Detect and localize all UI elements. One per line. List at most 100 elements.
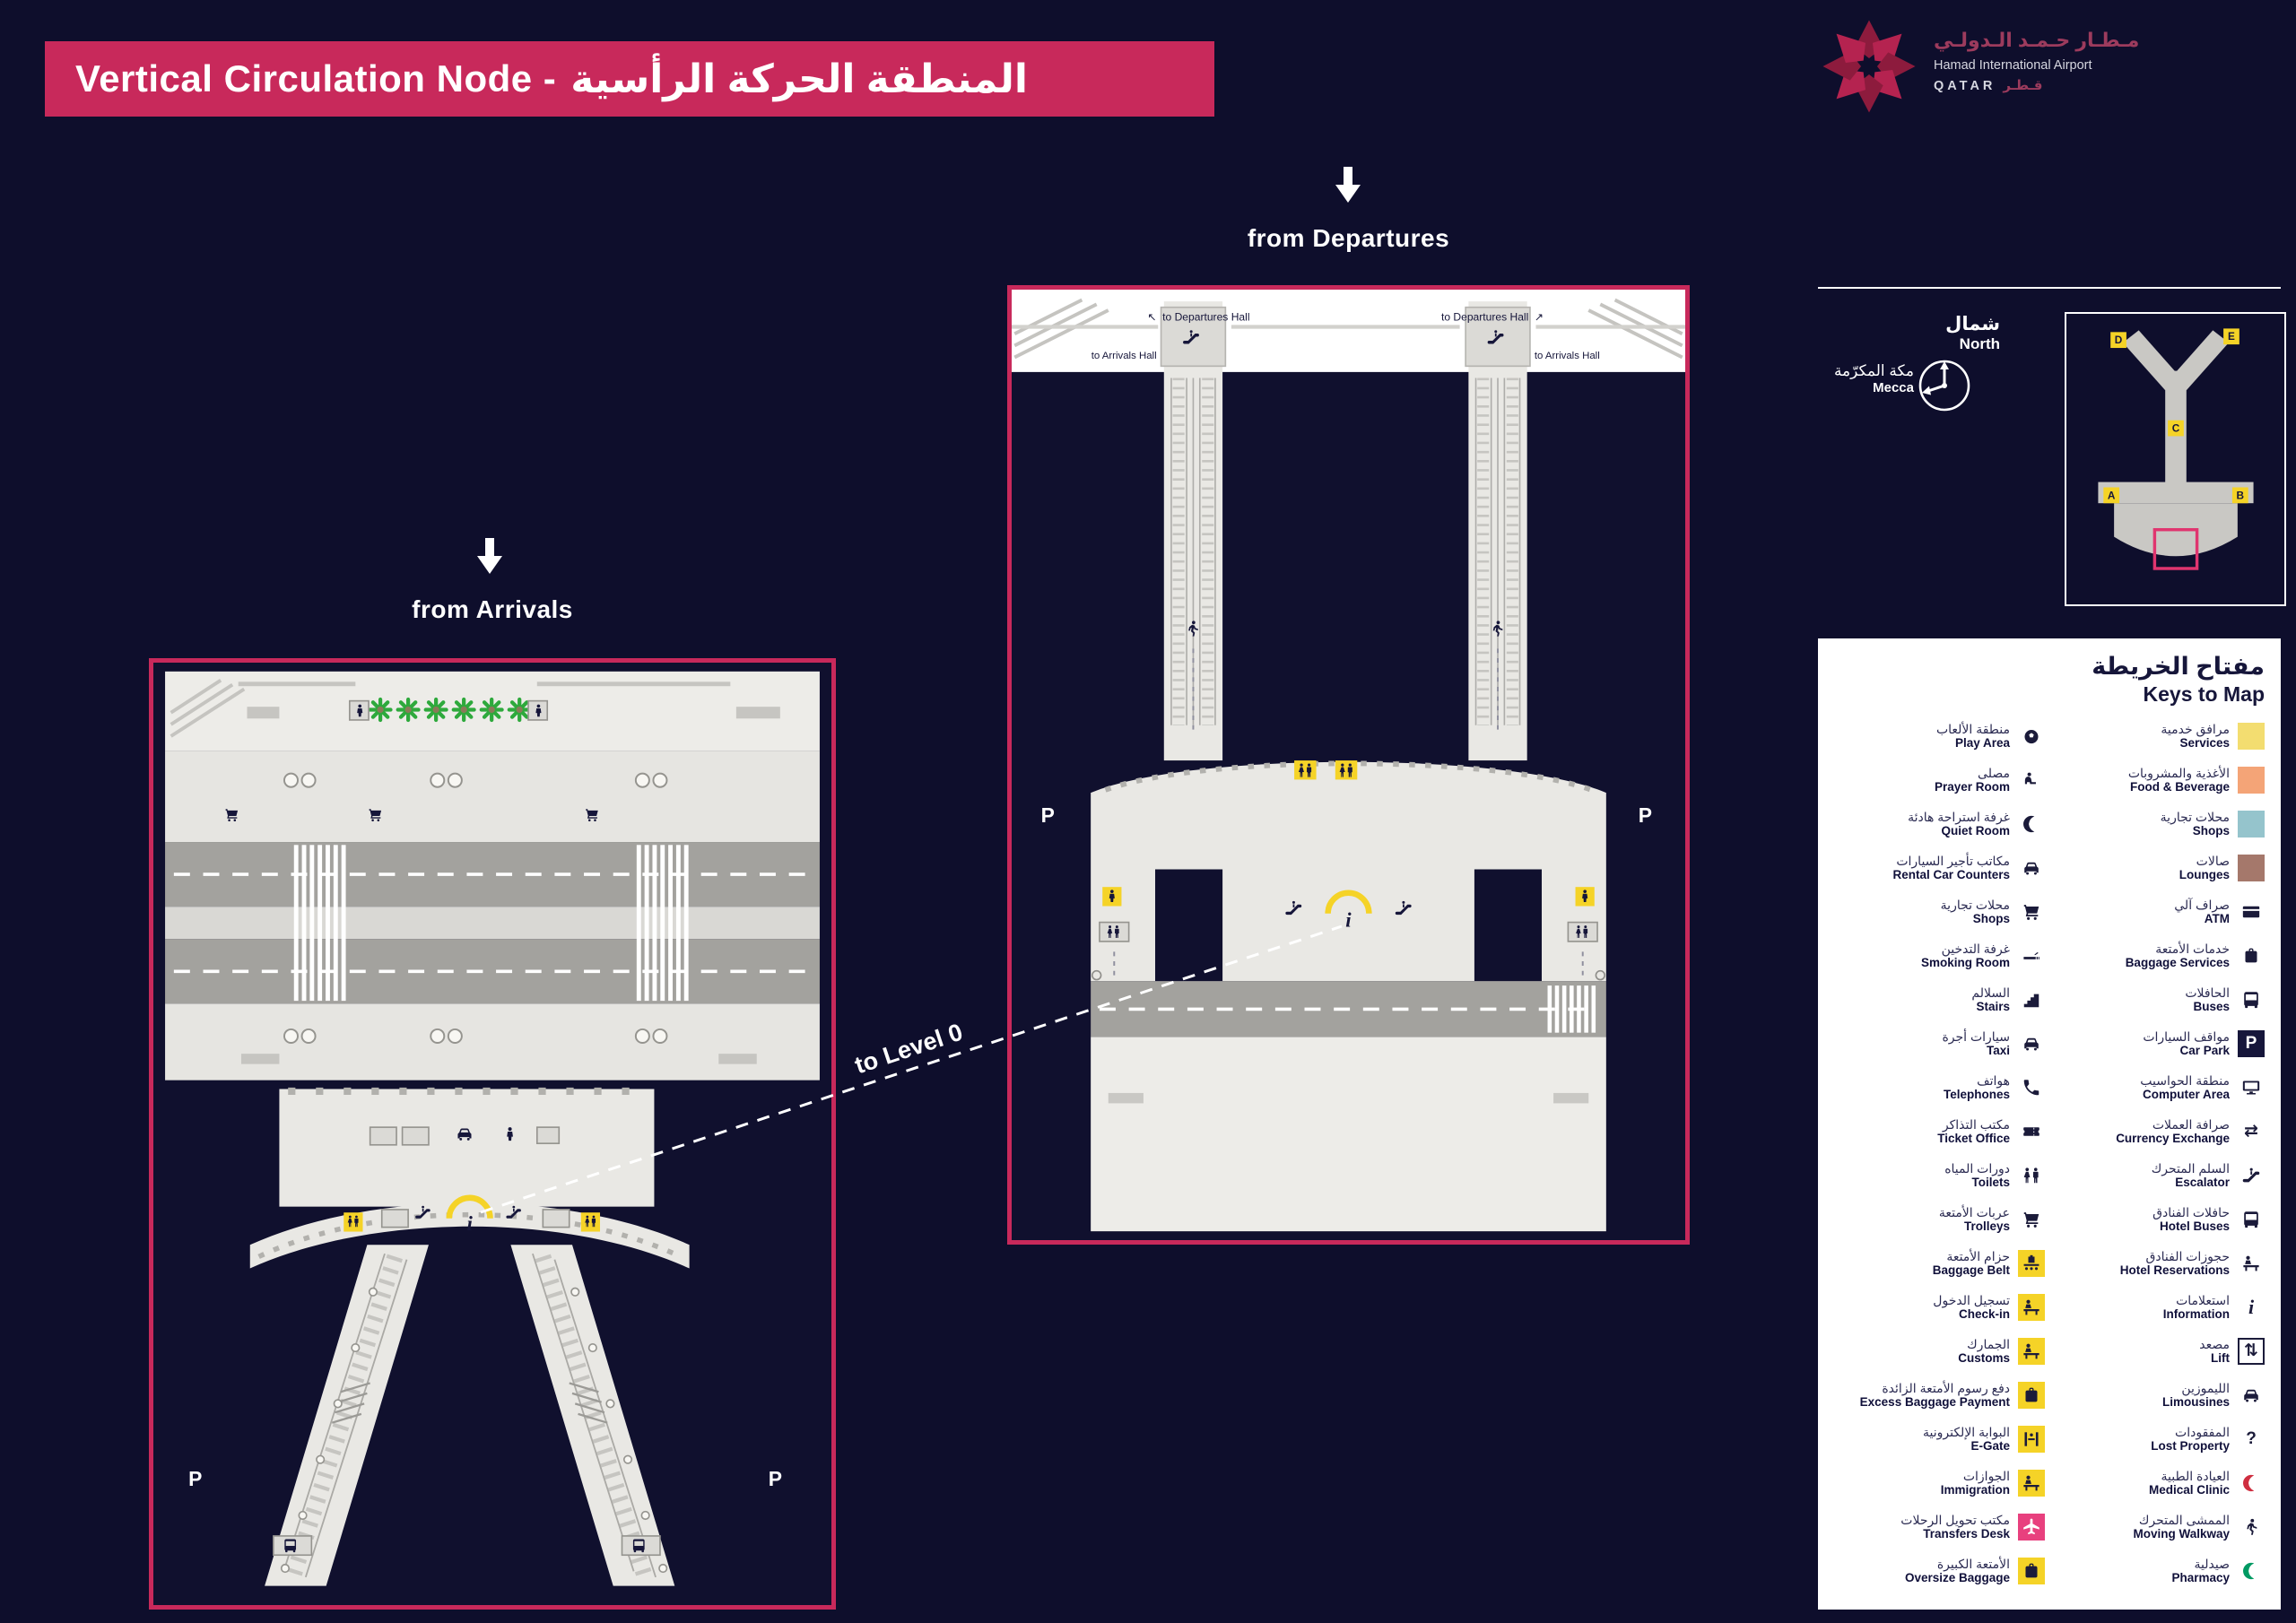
prayer-room-icon	[2018, 767, 2045, 794]
swatch-lounges	[2238, 854, 2265, 881]
legend-label-ar: منطقة الألعاب	[1935, 721, 2010, 736]
legend-label-ar: صالات	[2196, 853, 2230, 868]
legend-label-ar: الجمارك	[1967, 1336, 2010, 1351]
walkway-corridor-left	[265, 1245, 429, 1586]
pharmacy-icon	[2238, 1558, 2265, 1584]
legend-label-ar: هواتف	[1977, 1072, 2010, 1088]
legend-label-en: Car Park	[2179, 1043, 2230, 1057]
road-median	[165, 907, 820, 940]
legend-label-ar: غرفة التدخين	[1941, 941, 2010, 956]
legend-label-ar: منطقة الحواسيب	[2140, 1072, 2230, 1088]
lift-icon	[1099, 921, 1130, 942]
atm-icon	[2238, 898, 2265, 925]
from-arrivals-label: from Arrivals	[412, 595, 573, 623]
legend-label-ar: محلات تجارية	[1940, 897, 2010, 912]
legend-label-en: Baggage Belt	[1932, 1263, 2010, 1277]
legend-label-en: Customs	[1958, 1350, 2010, 1365]
legend-label-en: Rental Car Counters	[1892, 867, 2010, 881]
concourse	[1091, 761, 1606, 870]
legend-label-en: Trolleys	[1963, 1219, 2010, 1233]
legend-label-ar: مصعد	[2199, 1336, 2230, 1351]
walkway-corridor-right	[510, 1245, 675, 1586]
arrow-up-left-icon: ↖	[1147, 310, 1156, 323]
legend-label-en: E-Gate	[1970, 1438, 2010, 1453]
legend-label-ar: صيدلية	[2194, 1556, 2230, 1571]
legend-label-ar: صراف آلي	[2174, 897, 2230, 912]
parking-label: P	[1639, 803, 1652, 827]
swatch-food-beverage	[2238, 766, 2265, 794]
play-area-icon	[2018, 723, 2045, 750]
arrivals-map: i	[153, 663, 831, 1605]
stairs-icon	[2018, 986, 2045, 1013]
bus-stop-icon	[273, 1535, 313, 1557]
lost-property-icon: ?	[2246, 1428, 2257, 1448]
customs-icon	[2018, 1337, 2045, 1365]
departures-hall-band	[1012, 290, 1685, 372]
moving-walkway-icon	[2238, 1514, 2265, 1541]
legend-label-ar: مكاتب تأجير السيارات	[1896, 853, 2010, 868]
to-arrivals-hall-label: to Arrivals Hall	[1535, 351, 1600, 361]
legend-label-en: Toilets	[1971, 1175, 2010, 1189]
divider	[1818, 287, 2281, 289]
legend-label-en: Lift	[2211, 1350, 2230, 1365]
medical-clinic-icon	[2238, 1470, 2265, 1497]
legend-label-ar: استعلامات	[2176, 1292, 2230, 1307]
bridge-labels: ↖ to Departures Hall to Departures Hall …	[1091, 310, 1600, 361]
down-arrow-icon	[1335, 167, 1361, 203]
transfers-desk-icon	[2018, 1513, 2045, 1541]
legend-label-en: Transfers Desk	[1923, 1526, 2010, 1541]
legend-label-en: Excess Baggage Payment	[1859, 1394, 2010, 1409]
immigration-icon	[2018, 1469, 2045, 1497]
information-icon: i	[2248, 1295, 2255, 1318]
legend-label-en: Currency Exchange	[2116, 1131, 2230, 1145]
to-arrivals-hall-label: to Arrivals Hall	[1091, 351, 1157, 361]
shops-icon	[2018, 898, 2045, 925]
legend-label-en: Oversize Baggage	[1904, 1570, 2010, 1584]
legend-label-ar: غرفة استراحة هادئة	[1908, 809, 2010, 824]
legend-label-en: Check-in	[1958, 1306, 2010, 1321]
smoking-room-icon	[2018, 942, 2045, 969]
legend-label-ar: سيارات أجرة	[1942, 1028, 2010, 1044]
bus-stop-icon	[621, 1535, 661, 1557]
legend-label-ar: خدمات الأمتعة	[2155, 941, 2230, 956]
information-icon: i	[467, 1212, 474, 1235]
trolleys-icon	[2018, 1206, 2045, 1233]
ramp-hatch	[170, 679, 246, 738]
country-ar: قـطـر	[2003, 78, 2043, 93]
hotel-reservations-icon	[2238, 1250, 2265, 1277]
page-title-ar: المنطقة الحركة الرأسية	[570, 56, 1028, 101]
legend-label-en: Lost Property	[2151, 1438, 2230, 1453]
legend-label-ar: الليموزين	[2181, 1380, 2230, 1395]
entrance-doors	[283, 772, 668, 788]
legend-label-en: Services	[2179, 735, 2230, 750]
legend-label-en: ATM	[2204, 911, 2230, 925]
legend-label-ar: العيادة الطبية	[2161, 1468, 2230, 1483]
north-indicator: شمال North	[1874, 314, 2000, 353]
airport-logo: مـطـار حـمـد الـدولـي Hamad Internationa…	[1819, 16, 2139, 117]
crosswalk	[293, 845, 346, 1002]
north-label-en: North	[1959, 335, 2000, 353]
legend-title-en: Keys to Map	[2143, 682, 2265, 706]
car-park-icon: P	[2238, 1029, 2265, 1057]
legend-label-ar: عربات الأمتعة	[1938, 1204, 2010, 1219]
computer-area-icon	[2238, 1074, 2265, 1101]
legend-label-ar: مكتب تحويل الرحلات	[1900, 1512, 2010, 1527]
legend-label-ar: الحافلات	[2185, 985, 2230, 1000]
link-bridge-right	[1465, 301, 1531, 761]
link-bridge-left	[1160, 301, 1227, 761]
